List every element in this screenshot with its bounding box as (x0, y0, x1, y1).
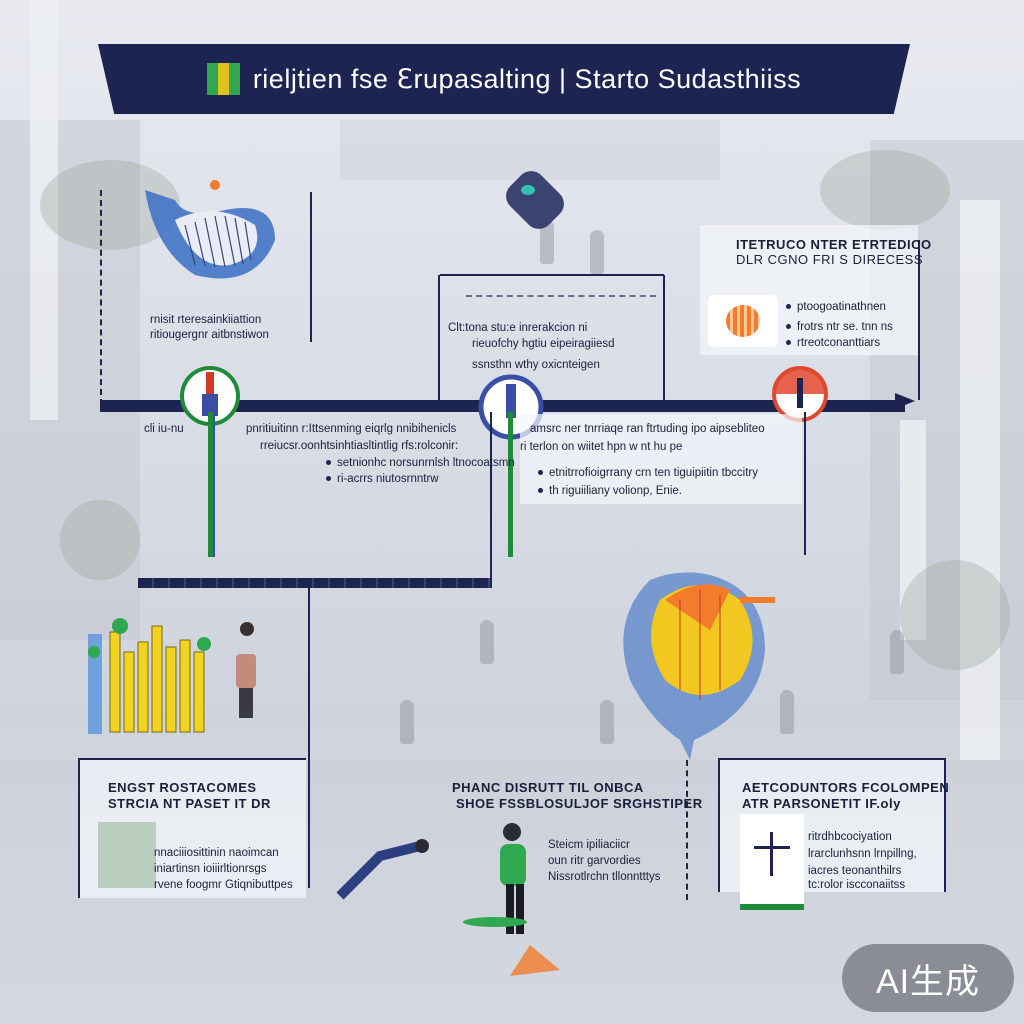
panel-heading: DLR CGNO FRI S DIRECESS (736, 252, 924, 267)
divider (490, 412, 492, 582)
timeline-drop-bar (208, 412, 213, 557)
divider (308, 588, 310, 888)
panel-text: pnritiuitinn r:Ittsenming eiqrlg nnibihe… (246, 423, 457, 435)
timeline-drop-bar (508, 412, 513, 557)
divider (438, 275, 440, 400)
timeline-drop-bar (213, 412, 215, 557)
panel-text: rvene foogmr Gtiqnibuttpes (154, 879, 293, 891)
panel-heading: STRCIA NT PASET IT DR (108, 796, 271, 811)
panel-text: rreiucsr.oonhtsinhtiasltintlig rfs:rolco… (260, 440, 459, 452)
panel-text: ri terlon on wiitet hpn w nt hu pe (520, 441, 683, 453)
panel-heading: ITETRUCO NTER ETRTEDICO (736, 237, 932, 252)
secondary-timeline-bar (138, 578, 492, 588)
panel-text: nnaciiiosittinin naoimcan (154, 847, 279, 859)
vertical-dashed-connector (686, 760, 688, 900)
orange-emblem-icon (708, 295, 778, 347)
timeline-node-3 (772, 366, 828, 422)
panel-text: ri-acrrs niutosrnntrw (326, 472, 439, 487)
gauge-illustration-icon (145, 180, 275, 279)
timeline-node-1 (180, 366, 240, 426)
globe-pin-illustration-icon (623, 572, 775, 760)
timeline-arrow-icon (895, 393, 915, 409)
brand-logo-icon (206, 63, 241, 95)
title-banner: rieljtien fse ℇrupasalting | Starto Suda… (98, 44, 910, 114)
panel-heading: AETCODUNTORS FCOLOMPEN (742, 780, 950, 795)
panel-text: Nissrotlrchn tllonntttys (548, 871, 661, 883)
panel-text: ritrdhbcociyation (808, 831, 892, 843)
divider (310, 192, 312, 342)
info-panel-top-right: ITETRUCO NTER ETRTEDICO DLR CGNO FRI S D… (700, 225, 931, 355)
info-panel-middle-right: amsrc ner tnrriaqe ran ftrtuding ipo aip… (520, 414, 802, 504)
panel-label: cli iu-nu (144, 423, 184, 435)
panel-text: rieuofchy hgtiu eipeiragiiesd (472, 338, 615, 350)
panel-heading: ATR PARSONETIT IF.oly (742, 796, 901, 811)
divider (918, 240, 920, 400)
panel-text: setnionhc norsunrnlsh ltnocoatsmn (326, 456, 515, 471)
document-icon (740, 814, 804, 910)
decorative-ruler (466, 285, 656, 297)
panel-text: ssnsthn wthy oxicnteigen (472, 359, 600, 371)
panel-text: lrarclunhsnn lrnpillng, (808, 848, 917, 860)
person-figure-icon (510, 945, 560, 976)
pin-dot-icon (521, 185, 535, 195)
panel-text: frotrs ntr se. tnn ns (786, 320, 893, 335)
panel-text: rtreotconanttiars (786, 336, 880, 351)
panel-text: Clt:tona stu:e inrerakcion ni (448, 322, 588, 334)
panel-heading: PHANC DISRUTT TIL ONBCA (452, 780, 644, 795)
info-panel-bottom-right: AETCODUNTORS FCOLOMPEN ATR PARSONETIT IF… (718, 758, 950, 910)
panel-heading: ENGST ROSTACOMES (108, 780, 257, 795)
person-figure-icon (336, 839, 429, 900)
banner-title: rieljtien fse ℇrupasalting | Starto Suda… (252, 63, 802, 94)
panel-text: Steicm ipiliaciicr (548, 839, 630, 851)
panel-text: iacres teonanthilrs (808, 865, 902, 877)
person-figure-icon (463, 823, 527, 934)
panel-text: ptoogoatinathnen (786, 300, 886, 315)
panel-text: oun ritr garvordies (548, 855, 641, 867)
panel-text: rnisit rteresainkiiattion (150, 314, 262, 326)
divider (440, 274, 664, 276)
divider (804, 412, 806, 555)
panel-text: etnitrrofioigrrany crn ten tiguipiitin t… (538, 466, 758, 481)
person-figure-icon (236, 622, 258, 722)
left-dashed-connector (100, 190, 102, 405)
bar-chart-illustration-icon (88, 618, 211, 734)
panel-text: th riguiiliany volionp, Enie. (538, 484, 682, 499)
ai-generated-badge: AI生成 (842, 944, 1014, 1012)
panel-text: iniartinsn ioiiirltionrsgs (154, 863, 267, 875)
panel-text: tc:rolor iscconaiitss (808, 879, 906, 891)
panel-text: ritiougergnr aitbnstiwon (150, 329, 269, 341)
building-image-icon (98, 822, 156, 888)
panel-heading: SHOE FSSBLOSULJOF SRGHSTIPER (456, 796, 703, 811)
divider (663, 275, 665, 400)
info-panel-bottom-left: ENGST ROSTACOMES STRCIA NT PASET IT DR n… (78, 758, 306, 898)
panel-text: amsrc ner tnrriaqe ran ftrtuding ipo aip… (530, 423, 765, 435)
